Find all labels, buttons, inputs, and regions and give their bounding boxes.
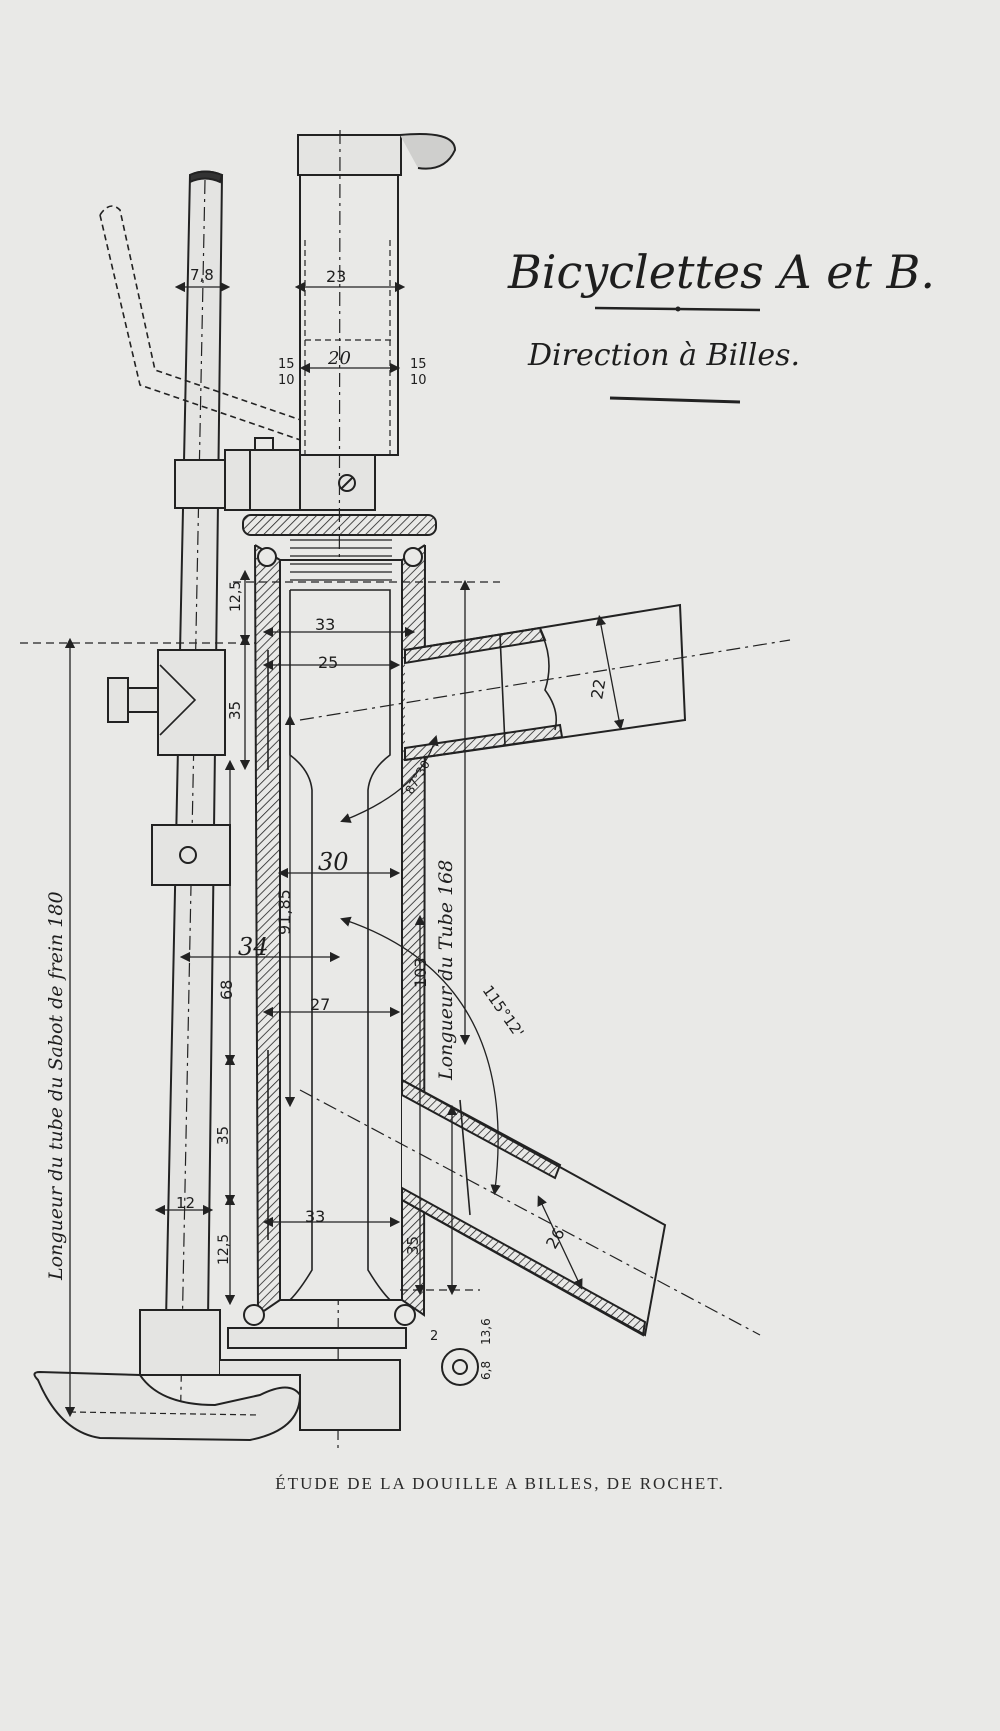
figure-caption: ÉTUDE DE LA DOUILLE A BILLES, DE ROCHET. bbox=[275, 1474, 725, 1493]
dim-angle-bottom: 115°12' bbox=[479, 982, 528, 1041]
dim-len-68: 68 bbox=[217, 980, 236, 1000]
title-sub: Direction à Billes. bbox=[527, 338, 800, 373]
dim-wall-right-num: 15 bbox=[410, 357, 427, 372]
brake-clamp-lower bbox=[151, 824, 231, 886]
locknut bbox=[242, 514, 437, 536]
dim-body-34: 34 bbox=[238, 933, 269, 961]
dim-12-5-top: 12,5 bbox=[228, 581, 244, 612]
dim-wall-right-den: 10 bbox=[410, 373, 427, 388]
dim-12-5-bot: 12,5 bbox=[216, 1234, 232, 1265]
dim-len-12: 12 bbox=[176, 1194, 195, 1212]
dim-len-103: 103 bbox=[411, 957, 430, 988]
dim-len-91-85: 91,85 bbox=[275, 889, 294, 935]
fork-crown bbox=[139, 1309, 479, 1431]
title-main: Bicyclettes A et B. bbox=[507, 245, 935, 299]
dim-head-33-bot: 33 bbox=[305, 1207, 325, 1226]
title-block: Bicyclettes A et B. Direction à Billes. bbox=[507, 245, 935, 404]
brake-rod bbox=[164, 170, 224, 1441]
dim-brake-length-label: Longueur du tube du Sabot de frein 180 bbox=[45, 891, 67, 1281]
dim-small-13-6: 13,6 bbox=[479, 1318, 493, 1345]
dim-small-2: 2 bbox=[430, 1329, 438, 1344]
brake-shoe bbox=[33, 1370, 302, 1442]
dim-stem-23: 23 bbox=[326, 267, 346, 286]
dim-wall-left-den: 10 bbox=[278, 373, 295, 388]
dim-stem-20: 20 bbox=[327, 348, 351, 369]
dim-len-35-right: 35 bbox=[404, 1236, 422, 1255]
dim-head-33-top: 33 bbox=[315, 615, 335, 634]
dim-len-35-low: 35 bbox=[214, 1126, 232, 1145]
dim-small-6-8: 6,8 bbox=[479, 1361, 493, 1380]
hex-nut bbox=[107, 649, 226, 756]
dim-35-top: 35 bbox=[226, 701, 244, 720]
dim-inner-30: 30 bbox=[318, 848, 349, 876]
dim-top-tube-22: 22 bbox=[587, 677, 609, 700]
dim-fork-dia: 7,8 bbox=[190, 266, 214, 284]
handlebar-stem bbox=[297, 129, 457, 1451]
dim-wall-left-num: 15 bbox=[278, 357, 295, 372]
dim-head-25: 25 bbox=[318, 653, 338, 672]
dim-tube-length-label: Longueur du Tube 168 bbox=[435, 860, 457, 1081]
dim-body-27: 27 bbox=[310, 995, 330, 1014]
